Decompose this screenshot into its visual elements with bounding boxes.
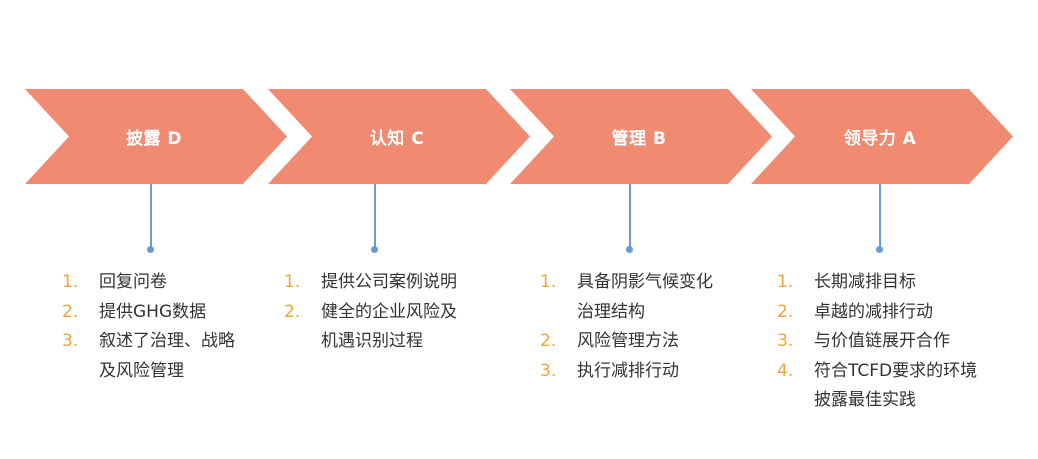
item-number: 2. [540, 331, 557, 351]
chevron-shape [510, 89, 772, 184]
stage-criteria-list: 1. 具备阴影气候变化治理结构 2. 风险管理方法 3. 执行减排行动 [540, 268, 750, 386]
chevron-polygon [268, 89, 530, 184]
item-number: 1. [284, 272, 301, 292]
item-number [62, 357, 99, 387]
connector-dot [371, 246, 378, 253]
stage-label: 管理 B [611, 129, 667, 149]
list-item: 2. 风险管理方法 [540, 327, 750, 357]
chevron-shape [25, 89, 287, 184]
list-item: 3. 与价值链展开合作 [777, 327, 1017, 357]
item-text: 长期减排目标 [814, 272, 916, 292]
item-number: 2. [284, 301, 301, 322]
item-text: 机遇识别过程 [321, 331, 423, 351]
stage-criteria-list: 1. 回复问卷 2. 提供GHG数据 3. 叙述了治理、战略及风险管理 [62, 268, 262, 386]
connector-dot [876, 246, 883, 253]
stage-criteria-list: 1. 提供公司案例说明 2. 健全的企业风险及机遇识别过程 [284, 268, 484, 357]
stage-label: 认知 C [369, 129, 425, 149]
stage-label: 领导力 A [843, 129, 917, 149]
item-text: 风险管理方法 [577, 331, 679, 351]
item-number: 3. [777, 331, 794, 351]
item-number [284, 327, 321, 357]
list-item: 1. 回复问卷 [62, 268, 262, 298]
chevron-polygon [25, 89, 287, 184]
item-text: 执行减排行动 [577, 360, 679, 381]
item-number: 1. [777, 272, 794, 292]
chevron-polygon [510, 89, 772, 184]
list-item: 3. 叙述了治理、战略 [62, 327, 262, 357]
stage-connector [624, 184, 636, 256]
item-number: 4. [777, 360, 794, 381]
list-item: 1. 提供公司案例说明 [284, 268, 484, 298]
item-text: 符合TCFD要求的环境 [814, 360, 978, 381]
chevron-shape [268, 89, 530, 184]
list-item: 披露最佳实践 [777, 386, 1017, 416]
list-item: 2. 卓越的减排行动 [777, 298, 1017, 328]
connector-line [879, 184, 881, 248]
list-item: 1. 具备阴影气候变化 [540, 268, 750, 298]
connector-dot [626, 246, 633, 253]
list-item: 2. 健全的企业风险及 [284, 298, 484, 328]
item-text: 卓越的减排行动 [814, 301, 933, 322]
chevron-polygon [751, 89, 1013, 184]
connector-line [374, 184, 376, 248]
list-item: 1. 长期减排目标 [777, 268, 1017, 298]
item-text: 治理结构 [577, 301, 645, 322]
list-item: 4. 符合TCFD要求的环境 [777, 357, 1017, 387]
stage-criteria-list: 1. 长期减排目标 2. 卓越的减排行动 3. 与价值链展开合作 4. 符合TCFD要求的环境… [777, 268, 1017, 416]
item-text: 及风险管理 [99, 360, 184, 381]
connector-dot [147, 246, 154, 253]
item-text: 具备阴影气候变化 [577, 272, 713, 292]
list-item: 3. 执行减排行动 [540, 357, 750, 387]
item-number: 1. [62, 272, 79, 292]
item-number [540, 298, 577, 328]
item-text: 提供GHG数据 [99, 301, 207, 322]
item-number: 2. [62, 301, 79, 322]
item-text: 提供公司案例说明 [321, 272, 457, 292]
chevron-stage-2: 认知 C [268, 89, 530, 184]
chevron-shape [751, 89, 1013, 184]
stage-connector [369, 184, 381, 256]
item-number: 3. [540, 360, 557, 381]
connector-line [629, 184, 631, 248]
chevron-stage-4: 领导力 A [751, 89, 1013, 184]
item-number: 1. [540, 272, 557, 292]
item-number: 3. [62, 331, 79, 351]
item-text: 与价值链展开合作 [814, 331, 950, 351]
stage-label: 披露 D [125, 129, 183, 149]
chevron-stage-3: 管理 B [510, 89, 772, 184]
item-text: 回复问卷 [99, 272, 167, 292]
item-number: 2. [777, 301, 794, 322]
list-item: 治理结构 [540, 298, 750, 328]
stage-connector [145, 184, 157, 256]
list-item: 机遇识别过程 [284, 327, 484, 357]
stage-connector [874, 184, 886, 256]
chevron-stage-1: 披露 D [25, 89, 287, 184]
item-number [777, 386, 814, 416]
item-text: 健全的企业风险及 [321, 301, 457, 322]
connector-line [150, 184, 152, 248]
list-item: 及风险管理 [62, 357, 262, 387]
list-item: 2. 提供GHG数据 [62, 298, 262, 328]
item-text: 叙述了治理、战略 [99, 331, 235, 351]
item-text: 披露最佳实践 [814, 390, 916, 410]
